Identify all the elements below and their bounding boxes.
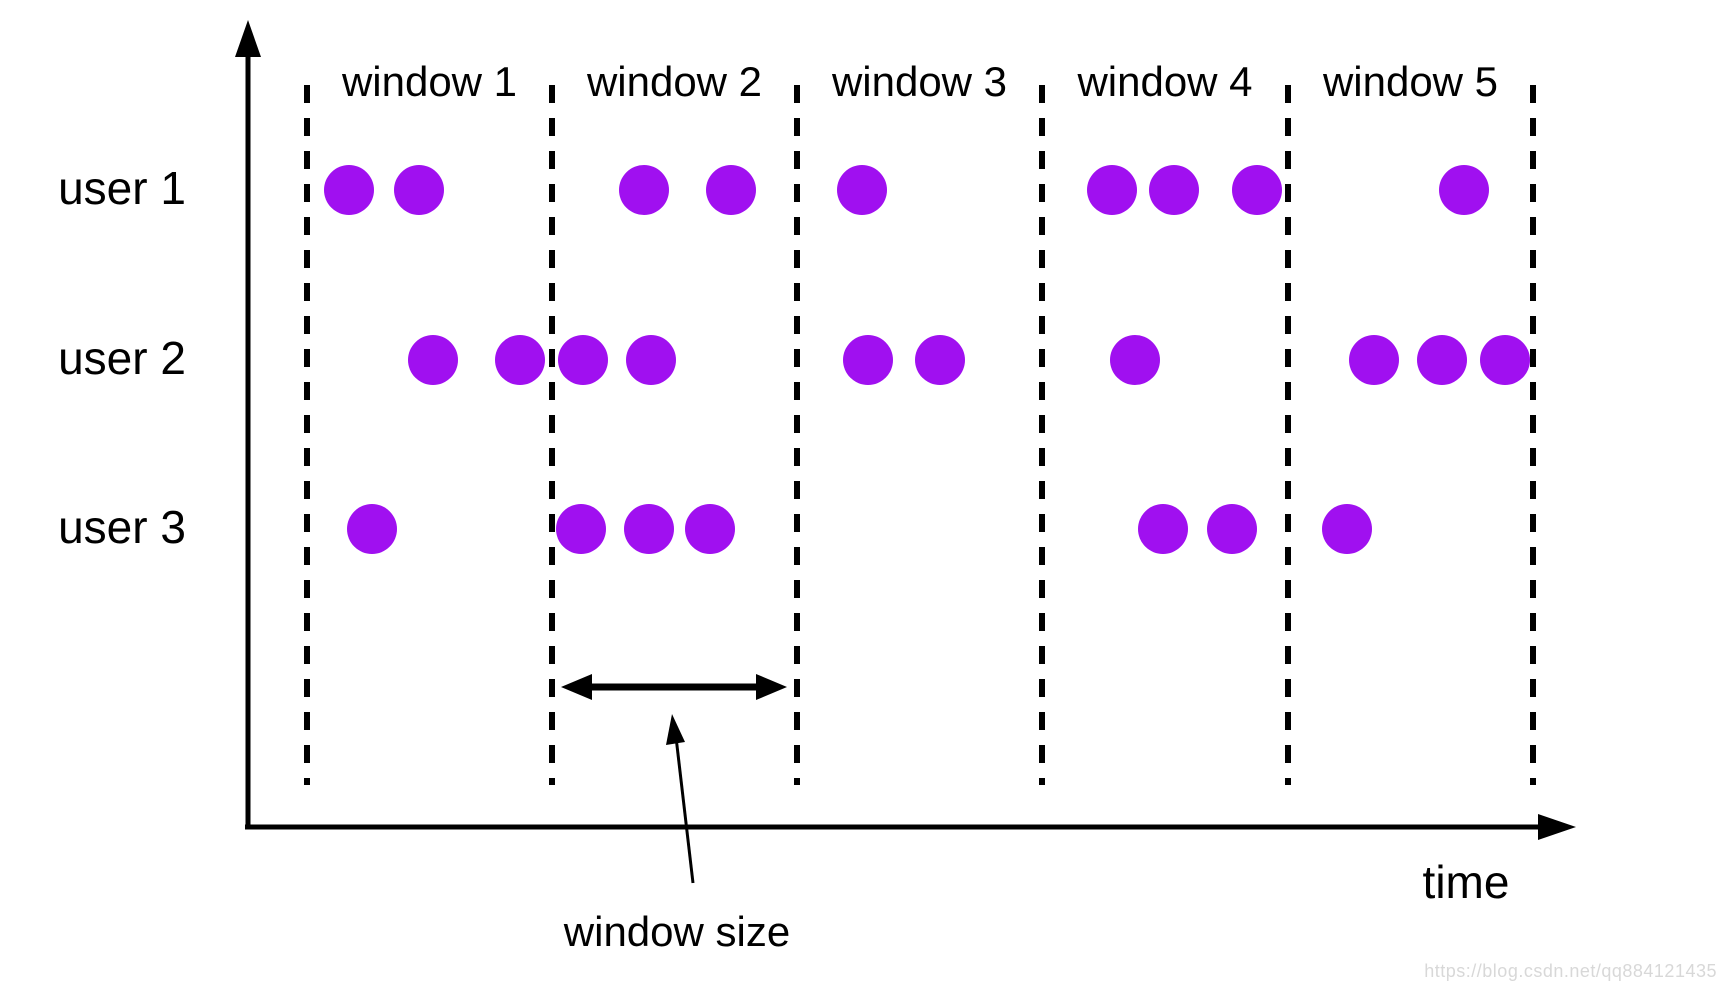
window-label: window 3	[831, 58, 1008, 105]
user-label: user 3	[58, 501, 186, 553]
event-dot	[394, 165, 444, 215]
event-dot	[1322, 504, 1372, 554]
annotation-arrow-line	[674, 736, 695, 884]
event-dot	[624, 504, 674, 554]
event-dot	[347, 504, 397, 554]
window-size-arrowhead-right-icon	[756, 674, 787, 700]
event-dot	[1480, 335, 1530, 385]
window-boundaries	[304, 85, 1536, 785]
window-label: window 2	[586, 58, 763, 105]
event-dot	[324, 165, 374, 215]
event-dot	[685, 504, 735, 554]
event-dot	[1087, 165, 1137, 215]
event-dot	[495, 335, 545, 385]
watermark: https://blog.csdn.net/qq884121435	[1424, 961, 1717, 981]
event-dot	[843, 335, 893, 385]
event-dot	[706, 165, 756, 215]
window-label: window 5	[1322, 58, 1499, 105]
x-axis-arrowhead-icon	[1538, 814, 1576, 840]
window-label: window 1	[341, 58, 518, 105]
user-label: user 2	[58, 332, 186, 384]
event-dot	[1232, 165, 1282, 215]
event-dot	[915, 335, 965, 385]
window-label: window 4	[1077, 58, 1253, 105]
event-dot	[558, 335, 608, 385]
event-dot	[837, 165, 887, 215]
event-dot	[1149, 165, 1199, 215]
event-dot	[408, 335, 458, 385]
annotation-arrowhead-icon	[666, 714, 685, 745]
event-dot	[1207, 504, 1257, 554]
event-dot	[1417, 335, 1467, 385]
window-size-label: window size	[563, 908, 791, 955]
event-dot	[556, 504, 606, 554]
event-dot	[1138, 504, 1188, 554]
event-dot	[1349, 335, 1399, 385]
time-axis-label: time	[1422, 856, 1510, 908]
user-label: user 1	[58, 162, 186, 214]
y-axis-arrowhead-icon	[235, 20, 261, 57]
event-dot	[619, 165, 669, 215]
event-dot	[1439, 165, 1489, 215]
window-size-arrowhead-left-icon	[561, 674, 592, 700]
event-dot	[1110, 335, 1160, 385]
event-dots	[324, 165, 1530, 554]
event-dot	[626, 335, 676, 385]
